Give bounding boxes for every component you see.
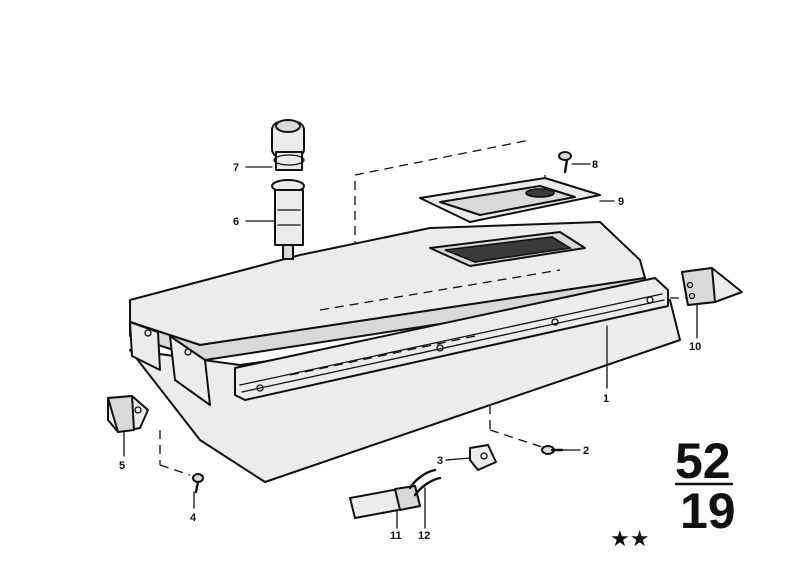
- callout-6: 6: [233, 216, 239, 228]
- callout-8: 8: [592, 159, 598, 171]
- console-box-part-1: [129, 221, 681, 483]
- callout-2: 2: [583, 445, 589, 457]
- callout-4: 4: [190, 512, 197, 524]
- rating-stars: ★★: [610, 527, 649, 552]
- group-number-block: 52 19: [674, 433, 736, 539]
- lamp-housing-part-11: [349, 485, 421, 519]
- leader-lines: [123, 163, 698, 529]
- bracket-part-10: [681, 267, 743, 306]
- cigarette-lighter-part-7: [271, 119, 305, 171]
- callout-3: 3: [437, 455, 443, 467]
- cover-plate-part-9: [419, 177, 601, 223]
- end-clip-part-5: [107, 395, 149, 433]
- group-sub-number: 19: [680, 483, 736, 539]
- callout-11: 11: [390, 530, 402, 542]
- screw-part-2: [541, 445, 564, 455]
- callout-10: 10: [689, 341, 701, 353]
- callout-9: 9: [618, 196, 624, 208]
- clip-part-3: [469, 444, 497, 471]
- callout-1: 1: [603, 393, 609, 405]
- cable-part-12: [408, 468, 442, 497]
- screw-part-8: [558, 151, 572, 174]
- lighter-socket-part-6: [271, 179, 305, 260]
- group-main-number: 52: [675, 433, 731, 489]
- callout-7: 7: [233, 162, 239, 174]
- callout-12: 12: [418, 530, 430, 542]
- screw-part-4: [192, 473, 204, 494]
- callout-5: 5: [119, 460, 125, 472]
